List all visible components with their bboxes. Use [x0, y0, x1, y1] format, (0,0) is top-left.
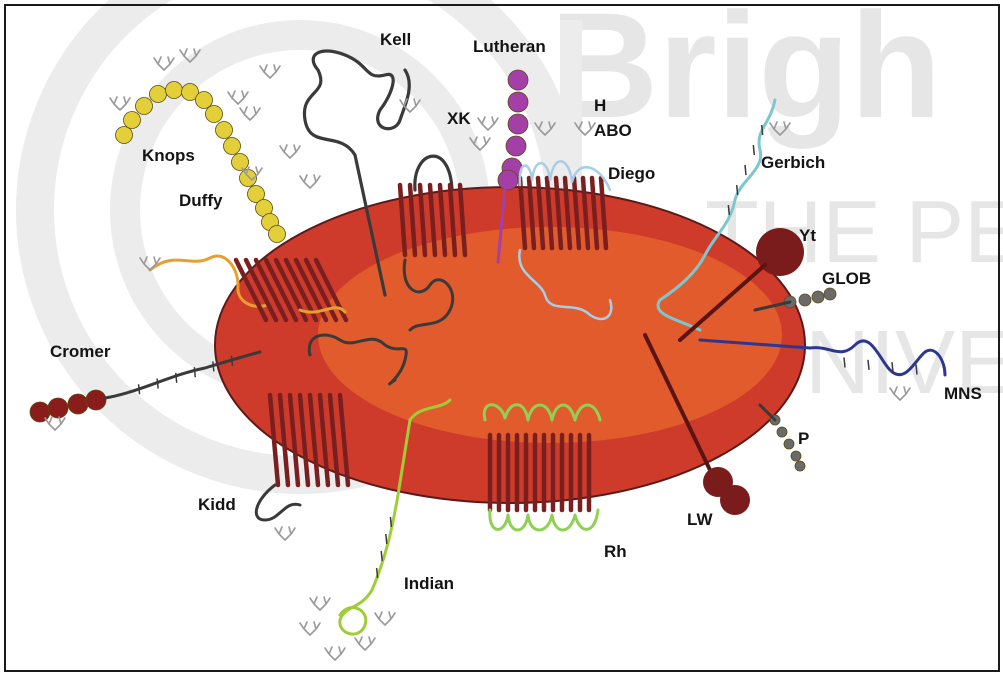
slide-border [4, 4, 1000, 672]
